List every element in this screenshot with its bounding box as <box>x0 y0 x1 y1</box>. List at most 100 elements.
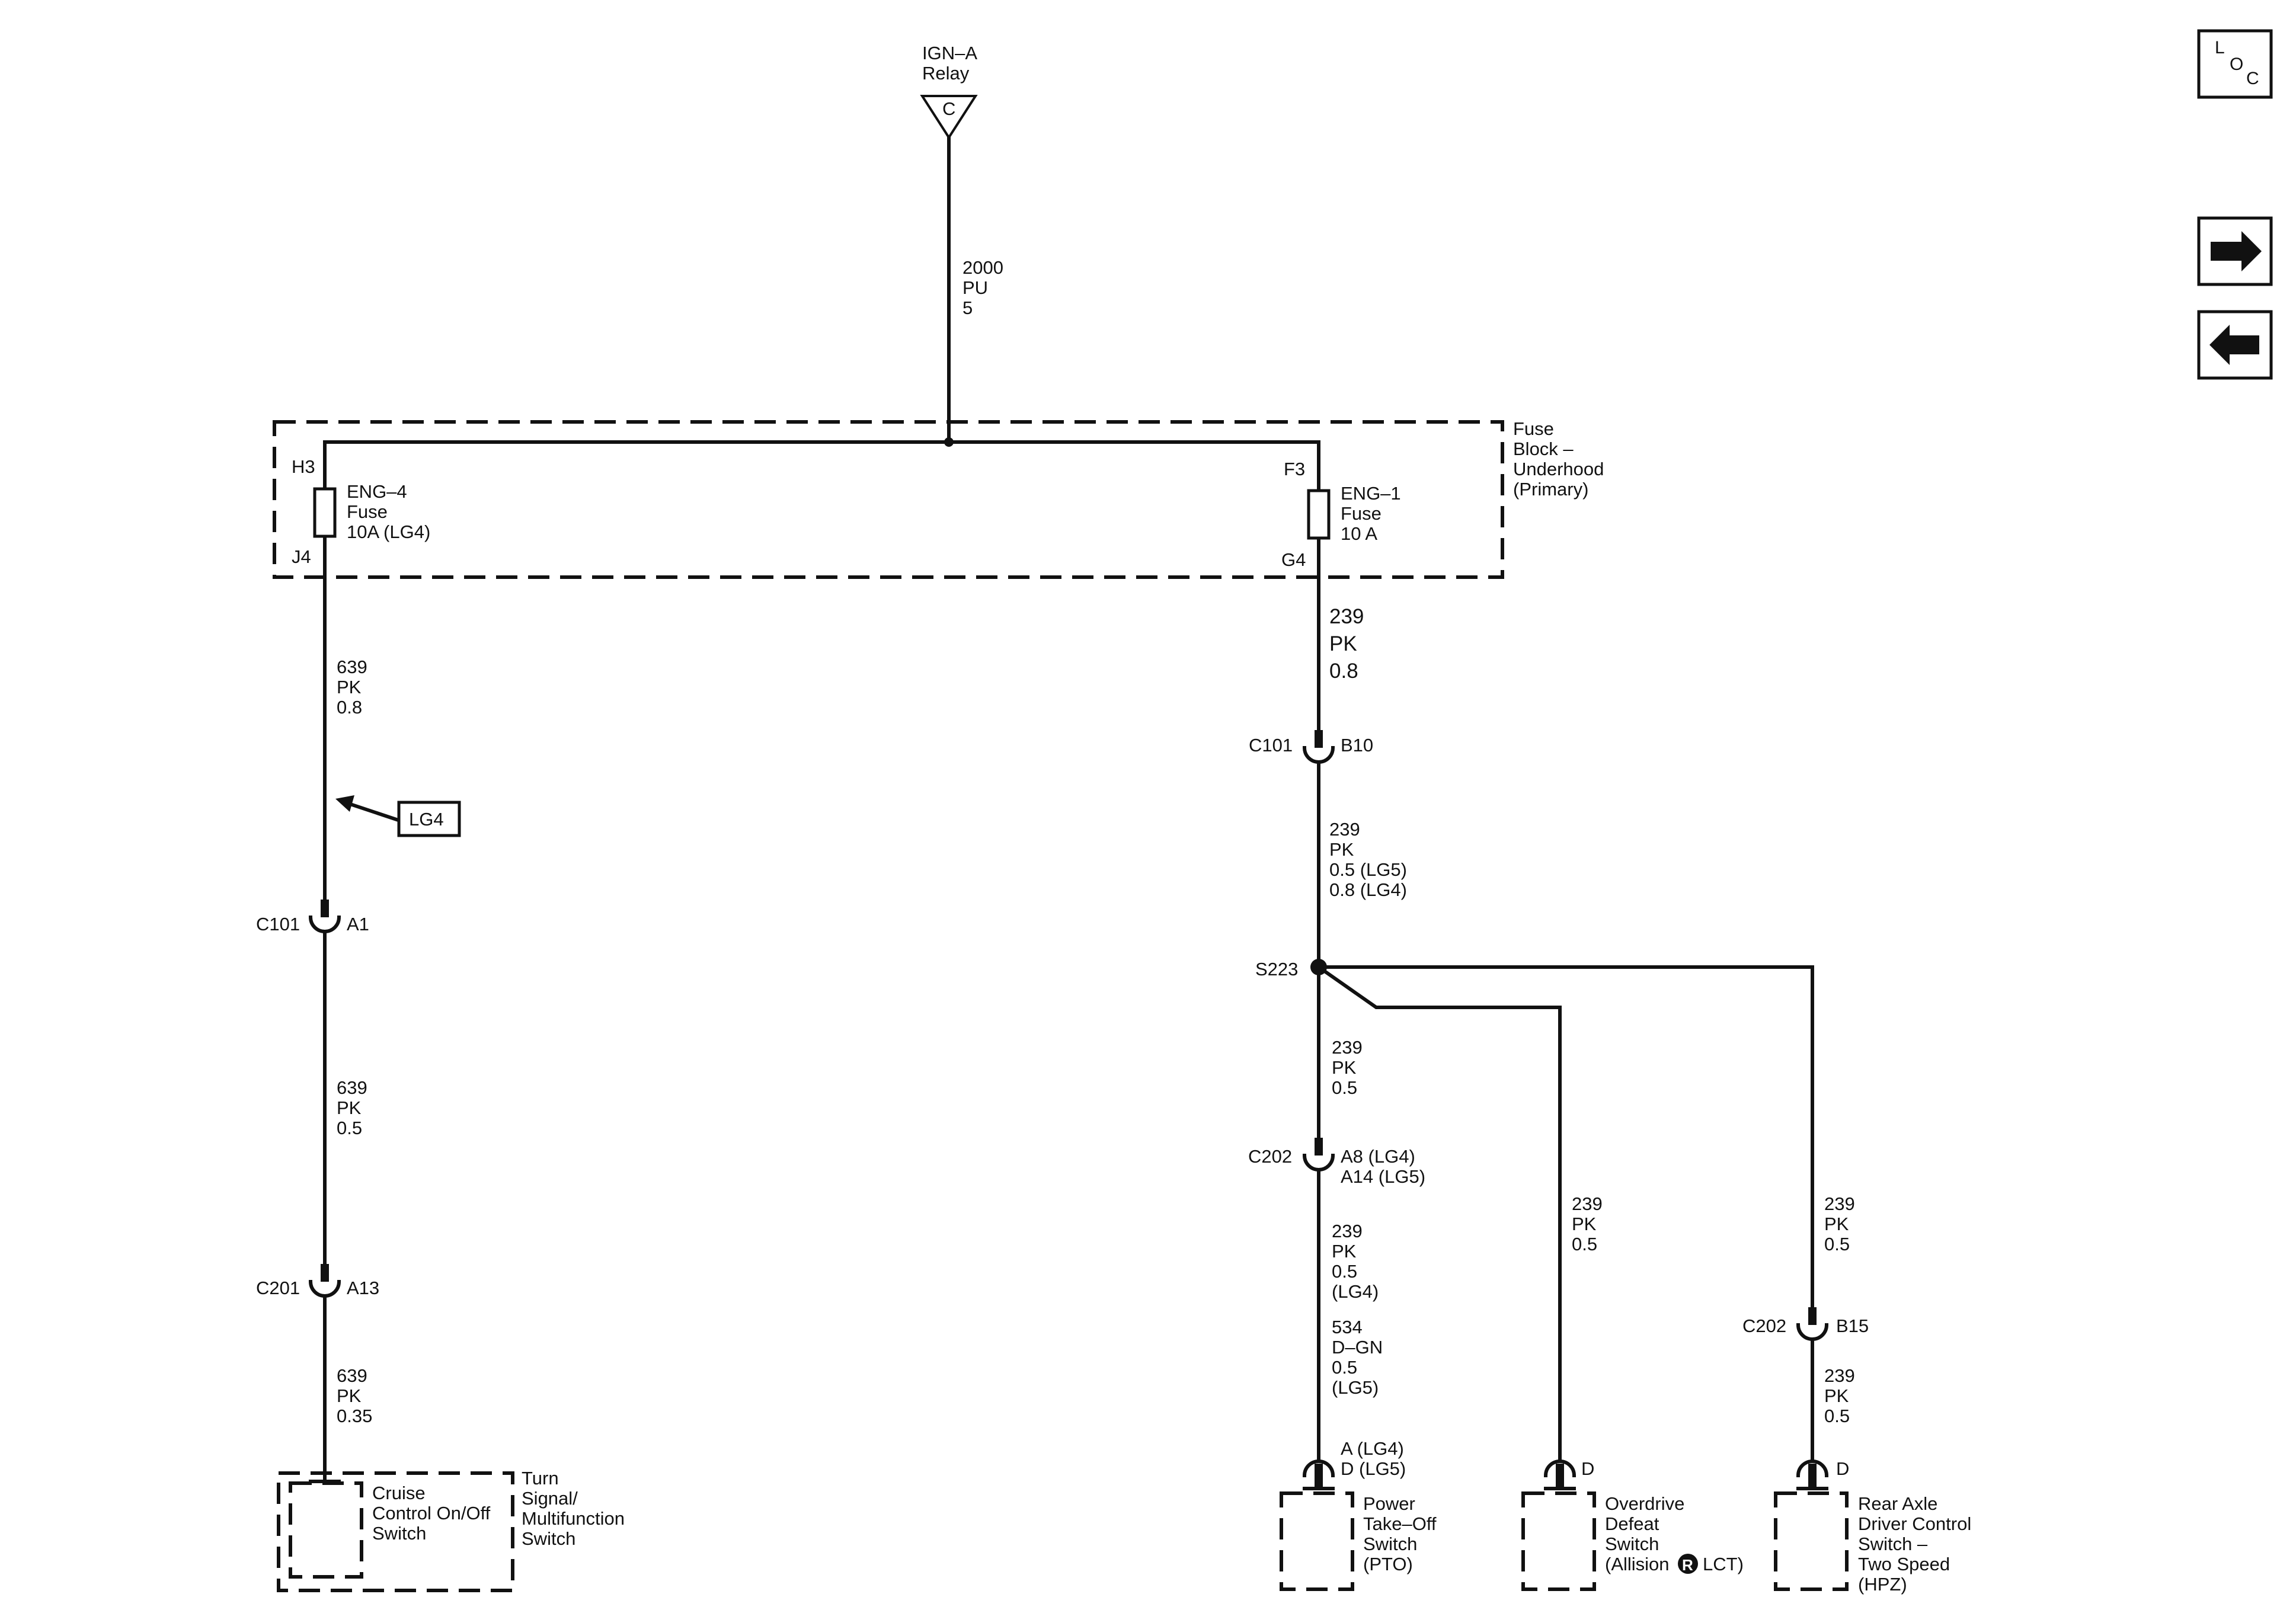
cruise-switch-outline <box>289 1481 363 1579</box>
next-page-button[interactable] <box>2197 216 2273 286</box>
rear-axle-device-connector: D <box>1796 1458 1849 1490</box>
connector-c101-b10: C101 B10 <box>1249 730 1373 764</box>
callout-text: LG4 <box>409 809 444 830</box>
wire-label-239-splice-feed: 239 PK 0.5 (LG5) 0.8 (LG4) <box>1329 819 1407 900</box>
wire-gauge: 0.8 (LG4) <box>1329 879 1407 900</box>
location-view-frame <box>2197 29 2273 99</box>
wire-gauge: 0.5 <box>1332 1357 1357 1378</box>
wire-color: D–GN <box>1332 1337 1383 1358</box>
connector-cup <box>1796 1323 1829 1341</box>
wire-label-639-0-35: 639 PK 0.35 <box>337 1365 372 1426</box>
wire-gauge: 0.5 (LG5) <box>1329 859 1407 880</box>
wire-gauge: 0.5 <box>1824 1234 1850 1254</box>
wire-color: PK <box>337 677 362 697</box>
relay-connector-triangle <box>920 95 978 140</box>
callout-arrow-head <box>335 795 354 812</box>
fuse-eng-4: H3 J4 ENG–4 Fuse 10A (LG4) <box>292 456 430 567</box>
connector-name: C202 <box>1248 1146 1292 1167</box>
wire-color: PK <box>337 1097 362 1118</box>
cruise-switch-label: Switch <box>372 1523 426 1544</box>
wire-circuit: 239 <box>1332 1037 1363 1058</box>
overdrive-switch-label: LCT) <box>1703 1554 1744 1574</box>
registered-mark-icon <box>1678 1554 1698 1574</box>
connector-name: C101 <box>1249 735 1293 756</box>
fuse-bus-bar <box>323 440 1320 580</box>
wire-label-239-overdrive: 239 PK 0.5 <box>1572 1193 1603 1254</box>
connector-name: C201 <box>256 1278 300 1298</box>
location-view-button[interactable]: L O C <box>2197 29 2273 99</box>
fuse-eng-1: F3 G4 ENG–1 Fuse 10 A <box>1281 459 1401 570</box>
fuse-block-label-line: (Primary) <box>1513 479 1588 500</box>
wire-label-534-lg5: 534 D–GN 0.5 (LG5) <box>1332 1317 1383 1398</box>
device-cup <box>1543 1459 1576 1478</box>
cruise-switch-label: Cruise <box>372 1483 426 1503</box>
wire-label-639-0-8: 639 PK 0.8 <box>337 657 367 718</box>
wire-gauge: 0.35 <box>337 1406 372 1426</box>
wire-gauge: 0.5 <box>1332 1077 1357 1098</box>
connector-name: C101 <box>256 914 300 934</box>
connector-cup <box>1302 1153 1335 1172</box>
connector-pin-label: A1 <box>347 914 369 934</box>
overdrive-switch-label: (Allision <box>1605 1554 1670 1574</box>
device-cup <box>1302 1459 1335 1478</box>
rear-axle-switch-label: Switch – <box>1858 1534 1928 1554</box>
connector-pin-label: A8 (LG4) <box>1341 1146 1415 1167</box>
fuse-eng-4-label: Fuse <box>347 501 388 522</box>
ign-a-relay-source: IGN–A Relay C <box>920 43 978 140</box>
overdrive-defeat-switch: Overdrive Defeat Switch (Allision R LCT) <box>1521 1491 1744 1591</box>
wire-gauge: 0.5 <box>1332 1261 1357 1282</box>
fuse-eng-4-top-pin: H3 <box>292 456 315 477</box>
connector-pin-label: B15 <box>1836 1315 1869 1336</box>
cruise-switch-label: Control On/Off <box>372 1503 491 1523</box>
device-pin-label: D <box>1581 1458 1594 1479</box>
wire-circuit: 239 <box>1329 819 1360 840</box>
wire-gauge: 0.8 <box>337 697 362 718</box>
rear-axle-driver-control-switch: Rear Axle Driver Control Switch – Two Sp… <box>1774 1491 1971 1595</box>
connector-name: C202 <box>1742 1315 1786 1336</box>
wire-label-2000: 2000 PU 5 <box>962 257 1003 318</box>
device-pin-label: D <box>1836 1458 1849 1479</box>
wire-gauge: 0.5 <box>337 1118 362 1138</box>
connector-cup <box>1302 745 1335 764</box>
fuse-eng-1-label: 10 A <box>1341 523 1377 544</box>
fuse-eng-4-bottom-pin: J4 <box>292 546 311 567</box>
rear-axle-switch-label: Two Speed <box>1858 1554 1950 1574</box>
turn-signal-multifunction-switch: Cruise Control On/Off Switch Turn Signal… <box>277 1468 625 1592</box>
wire-circuit: 239 <box>1824 1365 1855 1386</box>
wire-circuit: 239 <box>1332 1221 1363 1241</box>
fuse-eng-1-label: Fuse <box>1341 503 1382 524</box>
callout-box <box>397 801 461 837</box>
right-arrow-icon <box>2211 231 2262 271</box>
overdrive-switch-label: Defeat <box>1605 1513 1659 1534</box>
connector-cup <box>308 1279 341 1298</box>
device-pin-label: D (LG5) <box>1341 1458 1406 1479</box>
device-cup <box>1796 1459 1829 1478</box>
connector-c101-a1: C101 A1 <box>256 900 369 934</box>
wire-color: PK <box>337 1385 362 1406</box>
wire-color: PU <box>962 277 988 298</box>
wire-color: PK <box>1329 839 1354 860</box>
previous-page-button[interactable] <box>2197 310 2273 380</box>
wire-circuit: 639 <box>337 1365 367 1386</box>
connector-c201-a13: C201 A13 <box>256 1264 379 1298</box>
fuse-eng-1-label: ENG–1 <box>1341 483 1401 504</box>
fuse-block-label-line: Block – <box>1513 438 1574 459</box>
rear-axle-switch-label: Driver Control <box>1858 1513 1971 1534</box>
option-callout-lg4: LG4 <box>335 795 461 837</box>
overdrive-switch-outline <box>1521 1491 1596 1591</box>
fuse-block-outline <box>273 420 1504 579</box>
fuse-block-label: Fuse Block – Underhood (Primary) <box>1513 418 1604 500</box>
wire-to-overdrive <box>1316 964 1562 1463</box>
wire-color: PK <box>1332 1057 1357 1078</box>
left-arrow-icon <box>2209 325 2259 365</box>
wire-label-639-0-5: 639 PK 0.5 <box>337 1077 367 1138</box>
wire-gauge: 0.5 <box>1824 1406 1850 1426</box>
wire-color: PK <box>1329 632 1357 655</box>
loc-letter: C <box>2246 69 2259 88</box>
connector-pin-label: A14 (LG5) <box>1341 1166 1425 1187</box>
multifunction-switch-label: Multifunction <box>522 1508 625 1529</box>
wire-label-239-lg4: 239 PK 0.5 (LG4) <box>1332 1221 1379 1302</box>
pto-switch-label: Take–Off <box>1363 1513 1437 1534</box>
pto-switch-label: Switch <box>1363 1534 1417 1554</box>
